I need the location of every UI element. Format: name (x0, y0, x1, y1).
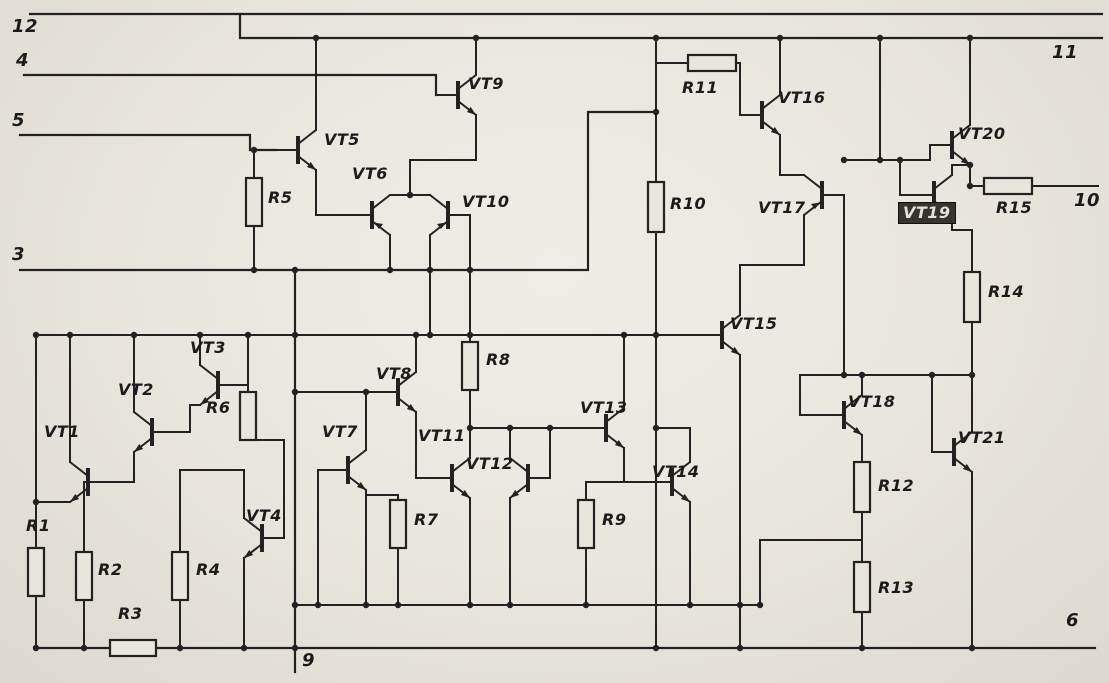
label-r9: R9 (602, 510, 627, 529)
label-vt6: VT6 (352, 164, 388, 183)
label-r1: R1 (26, 516, 51, 535)
pin-label-10: 10 (1074, 190, 1101, 211)
label-r15: R15 (996, 198, 1033, 217)
label-vt12: VT12 (466, 454, 514, 473)
label-r3: R3 (118, 604, 143, 623)
label-vt19: VT19 (898, 202, 956, 224)
label-r11: R11 (682, 78, 719, 97)
label-r7: R7 (414, 510, 439, 529)
label-vt14: VT14 (652, 462, 700, 481)
label-vt2: VT2 (118, 380, 154, 399)
label-r10: R10 (670, 194, 707, 213)
label-vt15: VT15 (730, 314, 778, 333)
label-vt16: VT16 (778, 88, 826, 107)
label-r8: R8 (486, 350, 511, 369)
label-r14: R14 (988, 282, 1025, 301)
label-r6: R6 (206, 398, 231, 417)
label-vt7: VT7 (322, 422, 358, 441)
label-vt5: VT5 (324, 130, 360, 149)
label-vt8: VT8 (376, 364, 412, 383)
label-r2: R2 (98, 560, 123, 579)
pin-label-9: 9 (302, 650, 316, 671)
label-r13: R13 (878, 578, 915, 597)
pin-label-5: 5 (12, 110, 26, 131)
label-r5: R5 (268, 188, 293, 207)
pin-label-12: 12 (12, 16, 39, 37)
label-vt17: VT17 (758, 198, 806, 217)
label-vt1: VT1 (44, 422, 80, 441)
pin-label-6: 6 (1066, 610, 1080, 631)
label-vt3: VT3 (190, 338, 226, 357)
label-vt11: VT11 (418, 426, 466, 445)
label-vt20: VT20 (958, 124, 1006, 143)
label-r4: R4 (196, 560, 221, 579)
label-vt21: VT21 (958, 428, 1006, 447)
pin-label-11: 11 (1052, 42, 1079, 63)
label-vt4: VT4 (246, 506, 282, 525)
label-vt10: VT10 (462, 192, 510, 211)
label-vt13: VT13 (580, 398, 628, 417)
label-vt18: VT18 (848, 392, 896, 411)
label-vt9: VT9 (468, 74, 504, 93)
label-r12: R12 (878, 476, 915, 495)
pin-label-3: 3 (12, 244, 26, 265)
pin-label-4: 4 (16, 50, 30, 71)
